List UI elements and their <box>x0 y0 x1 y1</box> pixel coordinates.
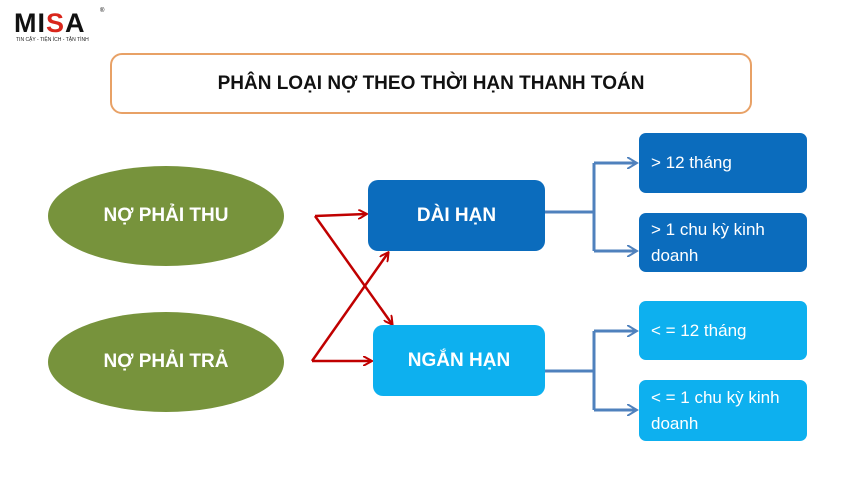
connector-dai <box>545 163 596 251</box>
logo-tagline: TIN CẬY - TIỆN ÍCH - TẬN TÌNH <box>16 37 89 43</box>
dai-han-item: > 1 chu kỳ kinh doanh <box>639 213 807 272</box>
source-no-phai-tra: NỢ PHẢI TRẢ <box>48 312 284 412</box>
arrow-thu-to-dai <box>314 214 366 216</box>
registered-mark: ® <box>100 8 105 14</box>
misa-logo: MISA ® TIN CẬY - TIỆN ÍCH - TẬN TÌNH <box>14 8 104 44</box>
ngan-han-item: < = 12 tháng <box>639 301 807 360</box>
logo-wordmark: MISA <box>14 8 86 38</box>
ngan-han-item: < = 1 chu kỳ kinh doanh <box>639 380 807 441</box>
source-no-phai-thu: NỢ PHẢI THU <box>48 166 284 266</box>
diagram-title: PHÂN LOẠI NỢ THEO THỜI HẠN THANH TOÁN <box>110 53 752 114</box>
arrow-thu-to-ngan <box>313 215 392 324</box>
connector-ngan <box>545 331 596 410</box>
dai-han-item: > 12 tháng <box>639 133 807 193</box>
category-ngan-han: NGẮN HẠN <box>373 325 545 396</box>
category-dai-han: DÀI HẠN <box>368 180 545 251</box>
arrow-tra-to-dai <box>310 253 388 362</box>
